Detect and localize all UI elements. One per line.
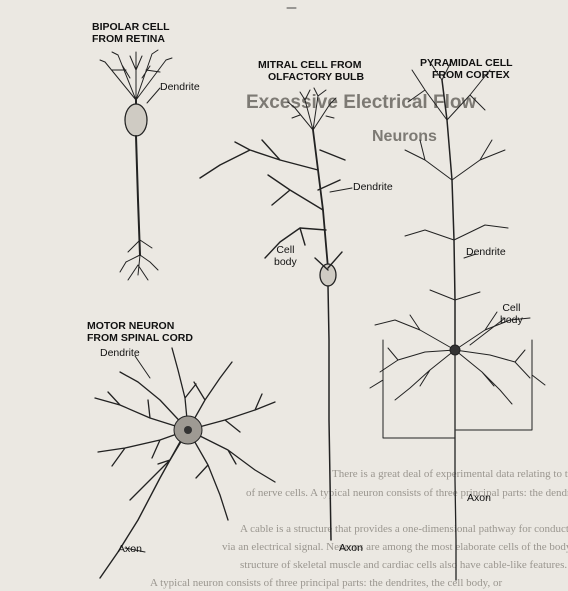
pyramidal-title-line2: FROM CORTEX	[420, 69, 513, 81]
pyramidal-cell-body-line2: body	[500, 314, 523, 326]
mitral-cell-body-line2: body	[274, 256, 297, 268]
pyramidal-title: PYRAMIDAL CELL FROM CORTEX	[420, 57, 513, 81]
mitral-title-line2: OLFACTORY BULB	[258, 71, 364, 83]
motor-title-line2: FROM SPINAL CORD	[87, 332, 193, 344]
mitral-title: MITRAL CELL FROM OLFACTORY BULB	[258, 59, 364, 83]
motor-title-line1: MOTOR NEURON	[87, 320, 193, 332]
pyramidal-dendrite-label: Dendrite	[466, 246, 506, 258]
motor-dendrite-label: Dendrite	[100, 347, 140, 359]
motor-title: MOTOR NEURON FROM SPINAL CORD	[87, 320, 193, 344]
mitral-title-line1: MITRAL CELL FROM	[258, 59, 364, 71]
pyramidal-cell-body-label: Cell body	[500, 302, 523, 326]
mitral-cell-body-line1: Cell	[274, 244, 297, 256]
mitral-axon-label: Axon	[339, 542, 363, 554]
pyramidal-title-line1: PYRAMIDAL CELL	[420, 57, 513, 69]
mitral-cell	[200, 88, 352, 540]
bipolar-title-line1: BIPOLAR CELL	[92, 21, 170, 33]
bipolar-title-line2: FROM RETINA	[92, 33, 170, 45]
bipolar-dendrite-label: Dendrite	[160, 81, 200, 93]
pyramidal-cell-body-line1: Cell	[500, 302, 523, 314]
motor-axon-label: Axon	[118, 543, 142, 555]
mitral-cell-body-label: Cell body	[274, 244, 297, 268]
pyramidal-axon-label: Axon	[467, 492, 491, 504]
bipolar-title: BIPOLAR CELL FROM RETINA	[92, 21, 170, 45]
mitral-dendrite-label: Dendrite	[353, 181, 393, 193]
